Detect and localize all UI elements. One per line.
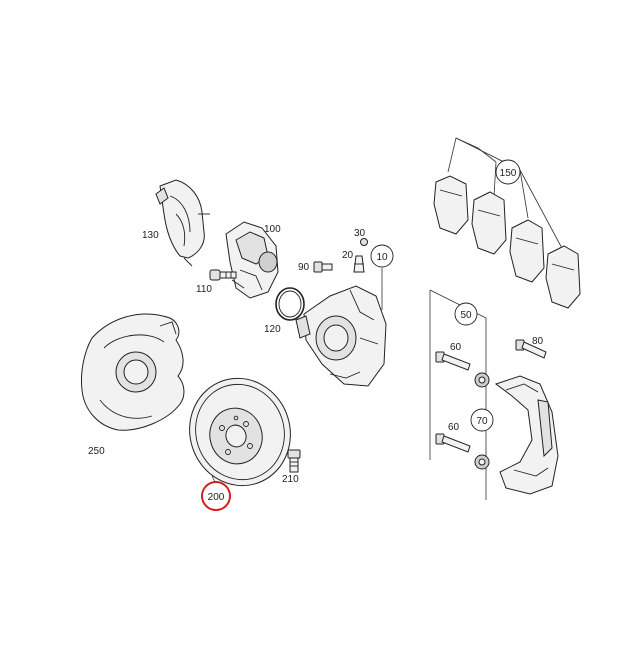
brake-disc-part[interactable]	[176, 365, 304, 499]
bracket-bolt-upper-part[interactable]	[435, 351, 471, 371]
label-130: 130	[142, 230, 159, 241]
callout-200[interactable]: 200	[201, 481, 231, 511]
parking-brake-motor-part[interactable]	[225, 221, 279, 299]
caliper-part[interactable]	[295, 285, 387, 387]
o-ring-part[interactable]	[275, 287, 305, 321]
splash-shield-part[interactable]	[81, 313, 185, 431]
label-100: 100	[264, 224, 281, 235]
bleeder-cap-part[interactable]	[360, 238, 368, 246]
label-90: 90	[298, 262, 310, 273]
callout-10[interactable]: 10	[370, 244, 394, 268]
label-210: 210	[282, 474, 299, 485]
guide-bushing-lower-part[interactable]	[474, 454, 490, 470]
cable-bracket-part[interactable]	[155, 179, 210, 267]
bracket-bolt-lower-part[interactable]	[435, 433, 471, 453]
guide-bushing-upper-part[interactable]	[474, 372, 490, 388]
label-80: 80	[532, 336, 544, 347]
label-10: 10	[376, 252, 388, 263]
label-60-upper: 60	[450, 342, 462, 353]
label-60-lower: 60	[448, 422, 460, 433]
carrier-bolt-part[interactable]	[515, 339, 547, 359]
caliper-carrier-part[interactable]	[494, 375, 559, 495]
label-30: 30	[354, 228, 366, 239]
label-110: 110	[196, 284, 212, 295]
callout-150[interactable]: 150	[495, 159, 521, 185]
label-120: 120	[264, 324, 281, 335]
label-20: 20	[342, 250, 354, 261]
highlight-ring	[201, 481, 231, 511]
label-50: 50	[460, 310, 472, 321]
callout-50[interactable]: 50	[454, 302, 478, 326]
caliper-screw-part[interactable]	[313, 261, 333, 273]
callout-70[interactable]: 70	[470, 408, 494, 432]
wheel-bolt-part[interactable]	[287, 449, 301, 473]
brake-pads-part[interactable]	[433, 137, 581, 309]
label-70: 70	[476, 416, 488, 427]
label-200: 200	[208, 492, 225, 503]
bleeder-valve-part[interactable]	[353, 255, 365, 273]
motor-bolt-part[interactable]	[209, 269, 237, 281]
label-250: 250	[88, 446, 105, 457]
label-150: 150	[500, 168, 517, 179]
